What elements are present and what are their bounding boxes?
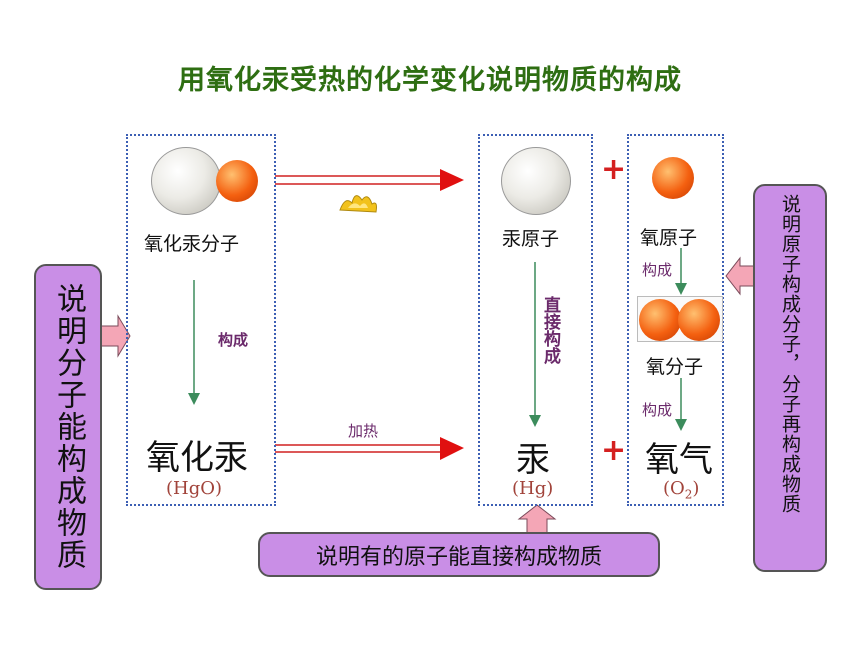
- note-right-text: 说明原子构成分子，分子再构成物质: [779, 194, 801, 514]
- oxygen-molecule-label: 氧分子: [646, 356, 704, 378]
- mercury-substance: 汞: [516, 440, 550, 480]
- mercury-atom-ball: [151, 147, 221, 215]
- mercury-oxide-substance: 氧化汞: [146, 438, 248, 478]
- reaction-arrow-bottom: [275, 437, 464, 460]
- pointer-arrow-bottom: [517, 504, 557, 534]
- oxygen-atom-ball-2: [652, 157, 694, 199]
- panel-mercury: [478, 134, 593, 506]
- panel-mercury-oxide: [126, 134, 276, 506]
- heat-label: 加热: [348, 422, 379, 440]
- plus-sign-top: +: [601, 152, 627, 187]
- oxygen-molecule-ball-left: [639, 299, 681, 341]
- page-title: 用氧化汞受热的化学变化说明物质的构成: [178, 65, 682, 96]
- oxygen-atom-ball: [216, 160, 258, 202]
- oxygen-gas-substance: 氧气: [645, 440, 713, 480]
- oxygen-atom-label: 氧原子: [640, 227, 698, 249]
- oxygen-molecule-frame: [637, 296, 723, 342]
- flame-icon: [339, 195, 377, 213]
- panel-oxygen: [627, 134, 724, 506]
- note-bottom-text: 说明有的原子能直接构成物质: [315, 544, 602, 570]
- oxygen-formula: (O2): [663, 478, 700, 502]
- mercury-oxide-molecule-label: 氧化汞分子: [144, 233, 240, 255]
- mercury-oxide-formula: (HgO): [166, 478, 223, 499]
- pointer-arrow-right: [725, 256, 756, 296]
- constitute-label-right-bottom: 构成: [642, 401, 673, 419]
- mercury-atom-label: 汞原子: [502, 228, 560, 250]
- reaction-arrow-top: [275, 169, 464, 191]
- mercury-atom-ball-2: [501, 147, 571, 215]
- direct-constitute-label: 直接构成: [540, 296, 560, 364]
- note-atom-constitutes-molecule: 说明原子构成分子，分子再构成物质: [753, 184, 827, 572]
- pointer-arrow-left: [100, 314, 131, 358]
- constitute-label-left: 构成: [218, 331, 249, 349]
- oxygen-molecule-ball-right: [678, 299, 720, 341]
- note-molecule-constitutes-matter: 说明分子能构成物质: [34, 264, 102, 590]
- note-left-text: 说明分子能构成物质: [51, 283, 86, 571]
- constitute-label-right-top: 构成: [642, 261, 673, 279]
- plus-sign-bottom: +: [601, 433, 627, 468]
- note-atom-direct-matter: 说明有的原子能直接构成物质: [258, 532, 660, 577]
- mercury-formula: (Hg): [512, 478, 554, 499]
